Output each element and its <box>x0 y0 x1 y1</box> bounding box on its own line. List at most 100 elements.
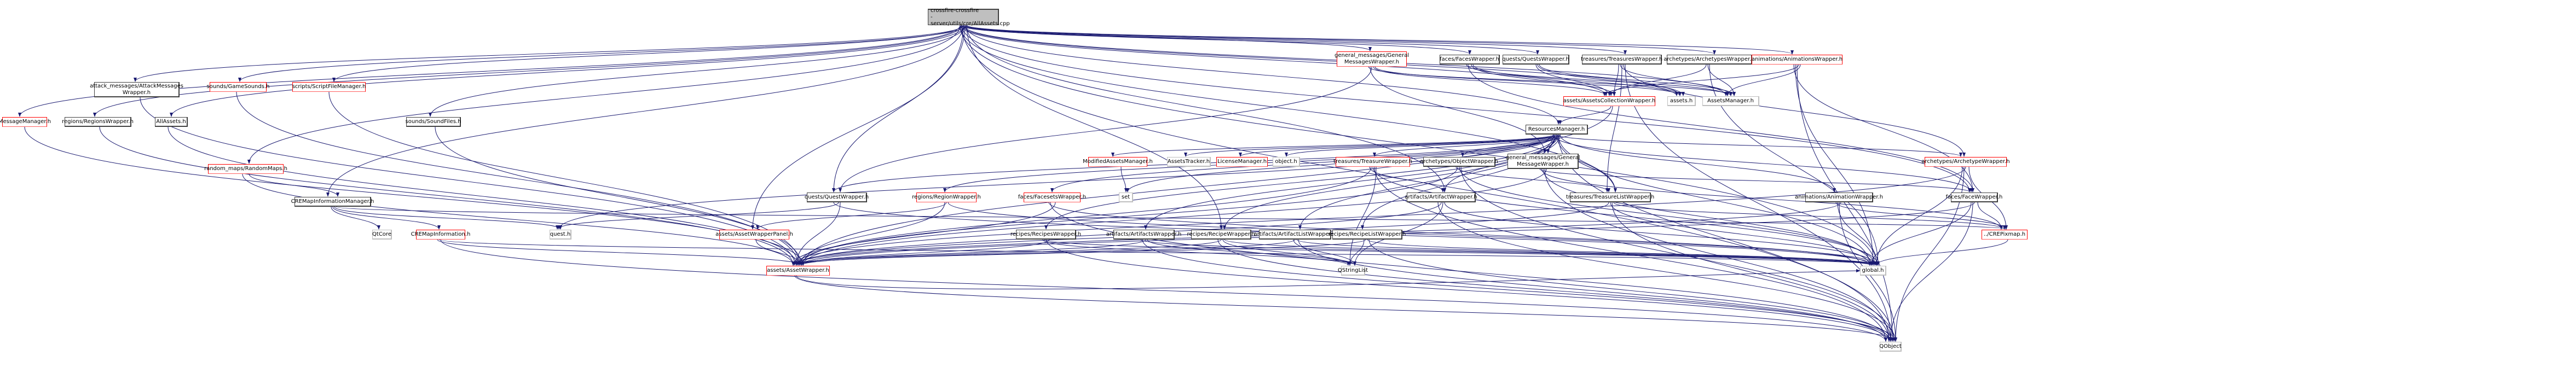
node-label: AssetsTracker.h <box>1167 158 1210 165</box>
node-label: recipes/RecipesWrapper.h <box>1010 231 1082 237</box>
node-label: QObject <box>1879 343 1902 349</box>
node-general-message-wrapper[interactable]: general_messages/General MessageWrapper.… <box>1505 154 1580 169</box>
node-treasure-wrapper[interactable]: treasures/TreasureWrapper.h <box>1333 157 1412 167</box>
edge-AnimationsWrapper-to-global_h <box>1795 64 1875 266</box>
node-general-messages-wrapper[interactable]: general_messages/General MessagesWrapper… <box>1335 51 1409 67</box>
node-game-sounds[interactable]: sounds/GameSounds.h <box>207 82 269 92</box>
node-facesets-wrapper[interactable]: faces/FacesetsWrapper.h <box>1018 193 1086 202</box>
node-label: treasures/TreasuresWrapper.h <box>1580 56 1663 62</box>
node-label: AssetsManager.h <box>1707 97 1754 104</box>
node-label: CREMapInformationManager.h <box>291 198 374 205</box>
node-region-wrapper[interactable]: regions/RegionWrapper.h <box>912 193 981 202</box>
node-face-wrapper[interactable]: faces/FaceWrapper.h <box>1946 193 2002 202</box>
edge-CREMapInformationManager-to-CREMapInformation <box>332 206 441 230</box>
node-script-file-manager[interactable]: scripts/ScriptFileManager.h <box>292 82 366 92</box>
node-resources-manager[interactable]: ResourcesManager.h <box>1526 125 1588 135</box>
node-treasure-list-wrapper[interactable]: treasures/TreasureListWrapper.h <box>1566 193 1654 202</box>
edge-root-to-ArtifactWrapper <box>966 25 1446 193</box>
node-root[interactable]: crossfire-crossfire -server/utils/cre/Al… <box>928 8 1010 27</box>
edge-root-to-SoundFiles <box>429 25 966 117</box>
edge-root-to-TreasuresWrapper <box>963 25 1627 55</box>
node-sound-files[interactable]: sounds/SoundFiles.h <box>406 117 461 127</box>
edge-ResourcesManager-to-RecipesWrapper <box>1044 134 1557 230</box>
node-label: assets/AssetWrapper.h <box>767 267 829 273</box>
node-regions-wrapper[interactable]: regions/RegionsWrapper.h <box>62 117 134 127</box>
node-object-wrapper[interactable]: archetypes/ObjectWrapper.h <box>1420 157 1498 167</box>
edge-root-to-ScriptFileManager <box>332 25 962 82</box>
edge-RecipesWrapper-to-QStringList <box>1042 239 1350 266</box>
edge-FacesetsWrapper-to-global_h <box>1048 202 1872 266</box>
node-license-manager[interactable]: LicenseManager.h <box>1216 157 1268 167</box>
node-label: artifacts/ArtifactWrapper.h <box>1405 194 1477 200</box>
node-label: random_maps/RandomMaps.h <box>204 166 287 172</box>
node-attack-messages-wrapper[interactable]: attack_messages/AttackMessages Wrapper.h <box>90 82 183 97</box>
edge-QuestsWrapper-to-AssetsManager <box>1539 64 1736 96</box>
edge-root-to-ArchetypesWrapper <box>964 25 1716 55</box>
node-qstring-list: QStringList <box>1337 266 1368 276</box>
node-cremap-information[interactable]: CREMapInformation.h <box>411 230 470 240</box>
edge-RegionWrapper-to-AssetWrapper <box>798 202 945 266</box>
node-label: general_messages/General MessageWrapper.… <box>1505 154 1580 167</box>
edge-ResourcesManager-to-TreasureWrapper <box>1373 134 1561 157</box>
node-assets-collection-wrapper[interactable]: assets/AssetsCollectionWrapper.h <box>1563 96 1655 106</box>
node-label: QtCore <box>372 231 391 237</box>
node-label: treasures/TreasureListWrapper.h <box>1566 194 1655 200</box>
edge-FacesetsWrapper-to-AssetWrapper <box>792 202 1056 266</box>
edge-root-to-assets_h <box>961 25 1682 96</box>
node-artifacts-wrapper[interactable]: artifacts/ArtifactsWrapper.h <box>1106 230 1181 240</box>
node-asset-wrapper[interactable]: assets/AssetWrapper.h <box>766 266 830 276</box>
node-quest-wrapper[interactable]: quests/QuestWrapper.h <box>805 193 869 202</box>
node-recipe-wrapper[interactable]: recipes/RecipeWrapper.h <box>1187 230 1255 240</box>
node-all-assets[interactable]: AllAssets.h <box>155 117 188 127</box>
edge-AnimationsWrapper-to-FaceWrapper <box>1793 64 1974 193</box>
node-label: artifacts/ArtifactsWrapper.h <box>1106 231 1182 237</box>
node-artifact-list-wrapper[interactable]: artifacts/ArtifactListWrapper.h <box>1254 230 1336 240</box>
node-treasures-wrapper[interactable]: treasures/TreasuresWrapper.h <box>1580 55 1663 65</box>
node-label: scripts/ScriptFileManager.h <box>292 84 366 90</box>
node-label: animations/AnimationsWrapper.h <box>1751 56 1843 62</box>
node-label: sounds/SoundFiles.h <box>405 118 461 125</box>
edge-RecipeListWrapper-to-global_h <box>1367 239 1875 266</box>
node-label: QStringList <box>1337 267 1368 273</box>
edge-RecipeWrapper-to-QStringList <box>1222 239 1351 266</box>
node-cremap-information-manager[interactable]: CREMapInformationManager.h <box>291 197 374 207</box>
node-label: recipes/RecipeListWrapper.h <box>1328 231 1406 237</box>
node-faces-wrapper[interactable]: faces/FacesWrapper.h <box>1440 55 1500 65</box>
node-label: crossfire-crossfire -server/utils/cre/Al… <box>931 7 1010 27</box>
node-label: general_messages/General MessagesWrapper… <box>1335 53 1409 65</box>
node-qt-core: QtCore <box>372 230 392 240</box>
edge-GeneralMessagesWrapper-to-QuestWrapper <box>839 66 1372 193</box>
edge-ArchetypeWrapper-to-global_h <box>1875 166 1963 266</box>
node-recipe-list-wrapper[interactable]: recipes/RecipeListWrapper.h <box>1329 230 1406 240</box>
node-label: MessageManager.h <box>0 119 51 125</box>
edge-root-to-FaceWrapper <box>961 25 1971 193</box>
node-label: archetypes/ObjectWrapper.h <box>1420 158 1498 165</box>
node-archetypes-wrapper[interactable]: archetypes/ArchetypesWrapper.h <box>1664 55 1755 65</box>
edge-AllAssets-to-AssetWrapper <box>168 126 798 266</box>
edge-RegionWrapper-to-AssetWrapperPanel <box>756 202 947 230</box>
edge-RandomMaps-to-AssetWrapper <box>242 173 795 266</box>
node-artifact-wrapper[interactable]: artifacts/ArtifactWrapper.h <box>1405 193 1477 202</box>
edge-AnimationWrapper-to-CREPixmap <box>1835 202 2008 230</box>
node-label: AllAssets.h <box>156 118 186 125</box>
node-crepixmap[interactable]: ../CREPixmap.h <box>1982 230 2028 240</box>
node-animations-wrapper[interactable]: animations/AnimationsWrapper.h <box>1752 55 1843 65</box>
node-random-maps[interactable]: random_maps/RandomMaps.h <box>204 164 287 174</box>
edge-TreasuresWrapper-to-QObject <box>1625 64 1892 342</box>
edge-RecipeWrapper-to-AssetWrapper <box>792 239 1222 266</box>
node-animation-wrapper[interactable]: animations/AnimationWrapper.h <box>1795 193 1883 202</box>
node-message-manager[interactable]: MessageManager.h <box>0 117 51 127</box>
node-recipes-wrapper[interactable]: recipes/RecipesWrapper.h <box>1010 230 1081 240</box>
node-quests-wrapper[interactable]: quests/QuestsWrapper.h <box>1502 55 1569 65</box>
node-label: assets.h <box>1670 97 1693 104</box>
node-label: assets/AssetsCollectionWrapper.h <box>1563 98 1656 104</box>
node-modified-assets-manager[interactable]: ModifiedAssetsManager.h <box>1083 157 1153 167</box>
edge-root-to-AllAssets <box>170 25 966 117</box>
edge-GeneralMessageWrapper-to-global_h <box>1543 168 1873 266</box>
node-label: animations/AnimationWrapper.h <box>1794 194 1884 200</box>
edge-AssetsCollectionWrapper-to-ResourcesManager <box>1558 106 1612 125</box>
edge-ResourcesManager-to-object_h <box>1285 134 1559 157</box>
node-asset-wrapper-panel[interactable]: assets/AssetWrapperPanel.h <box>715 230 793 240</box>
node-archetype-wrapper[interactable]: archetypes/ArchetypeWrapper.h <box>1921 157 2010 167</box>
edge-CREMapInformation-to-AssetWrapper <box>437 239 803 266</box>
